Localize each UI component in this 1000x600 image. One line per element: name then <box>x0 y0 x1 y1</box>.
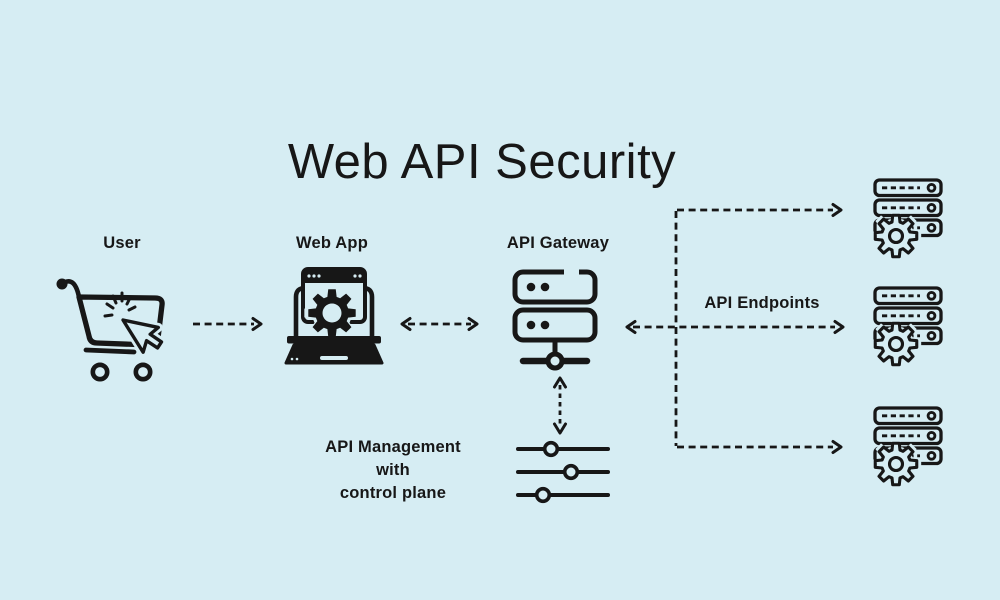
arrow-user-to-webapp <box>193 317 263 331</box>
api-endpoint-icon-middle <box>869 286 943 371</box>
arrow-gateway-management <box>553 376 567 435</box>
server-top <box>512 269 598 305</box>
arrow-branch-endpoint-bottom <box>677 440 843 454</box>
api-endpoint-icon-top <box>869 178 943 263</box>
api-gateway-label: API Gateway <box>506 234 610 252</box>
stroke-gap <box>564 268 579 276</box>
api-gateway-icon <box>512 268 598 371</box>
slider-knob <box>542 440 560 458</box>
click-rays <box>103 291 137 318</box>
screen-left-edge <box>293 285 306 336</box>
api-management-label-line1: API Management <box>325 438 461 456</box>
laptop-base <box>284 343 384 365</box>
arrow-branch-endpoint-top <box>677 203 843 217</box>
screen-right-edge <box>362 285 375 336</box>
diagram-title: Web API Security <box>287 135 677 189</box>
user-cart-icon <box>56 278 166 382</box>
api-endpoints-label: API Endpoints <box>704 294 820 312</box>
browser-titlebar-dots <box>307 274 362 278</box>
network-node <box>545 351 565 371</box>
web-app-laptop-icon <box>284 267 384 365</box>
screen-bottom-bar <box>287 336 381 344</box>
web-app-label: Web App <box>296 234 368 252</box>
slider-knob <box>534 486 552 504</box>
user-label: User <box>103 234 141 252</box>
browser-titlebar <box>303 269 365 283</box>
api-management-label-line2: with <box>376 461 410 479</box>
slider-knob <box>562 463 580 481</box>
api-management-label: API Management with control plane <box>303 436 483 505</box>
api-management-sliders-icon <box>516 440 610 504</box>
arrow-webapp-gateway <box>400 317 479 331</box>
api-management-label-line3: control plane <box>339 484 447 502</box>
gear-icon <box>304 285 360 341</box>
click-cursor-icon <box>103 291 166 357</box>
api-endpoint-icon-bottom <box>869 406 943 491</box>
arrow-gateway-endpoints-middle <box>625 320 845 334</box>
